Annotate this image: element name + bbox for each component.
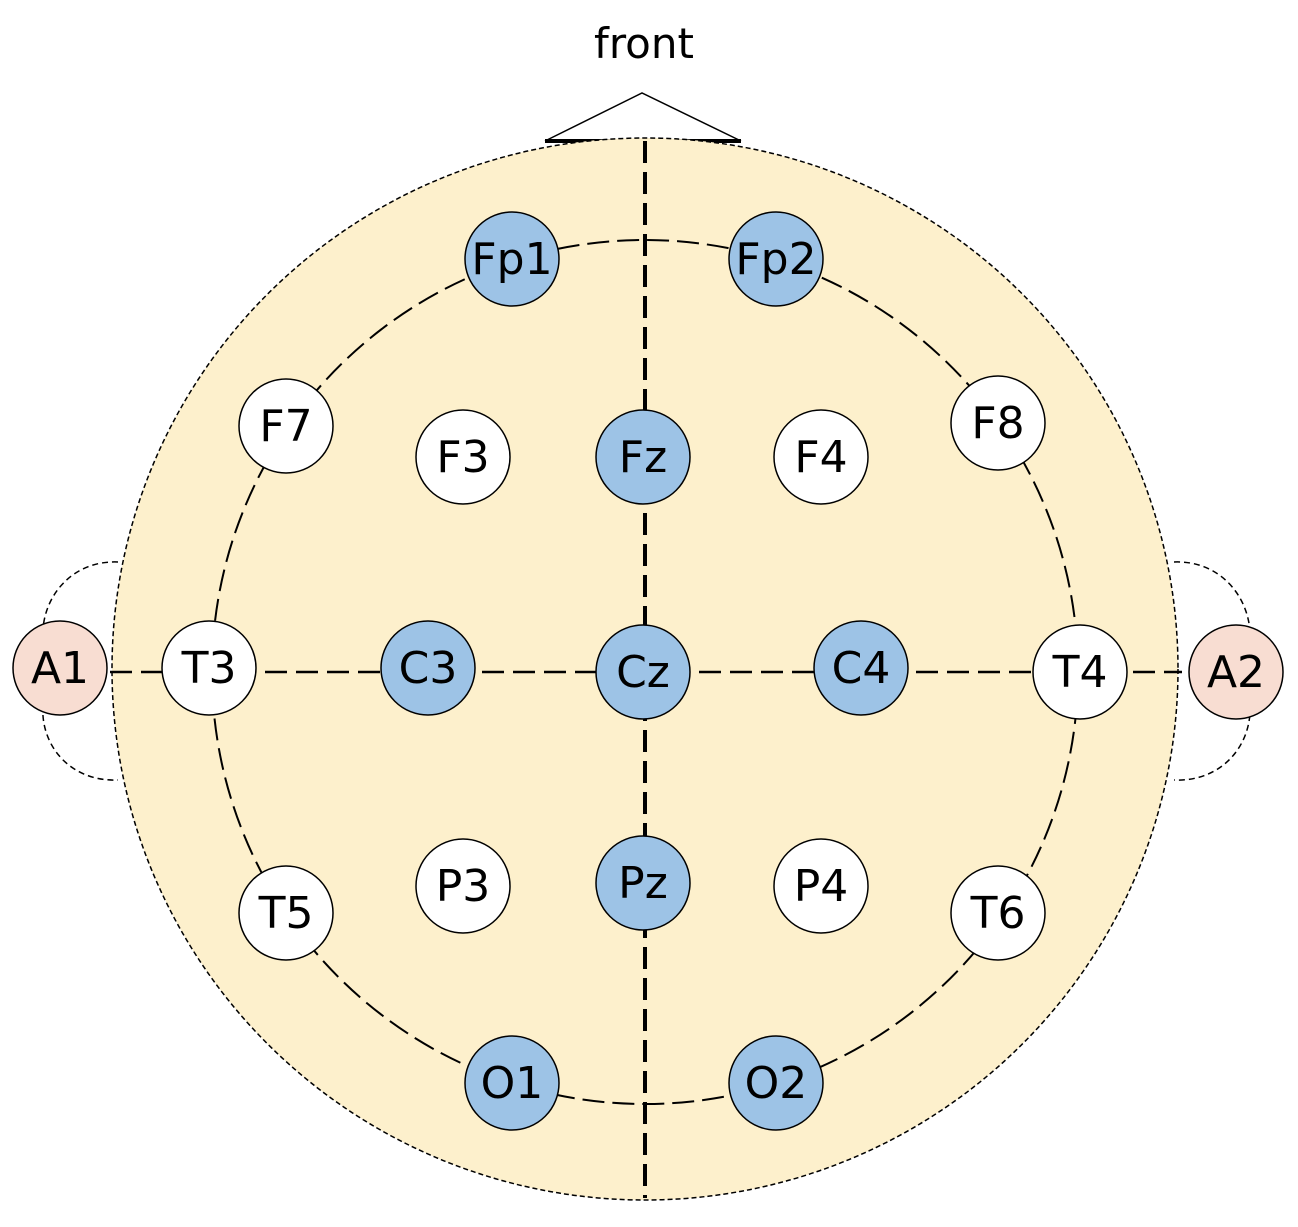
electrode-cz-label: Cz [616,647,670,698]
right-ear-outline [1173,561,1251,781]
electrode-c3-label: C3 [399,643,458,694]
electrode-f4: F4 [773,409,869,505]
electrode-f7-label: F7 [259,401,312,452]
electrode-t4-circle [1032,624,1128,720]
electrode-f8-label: F8 [971,398,1024,449]
electrode-f7: F7 [238,378,334,474]
electrode-f4-label: F4 [794,432,847,483]
electrode-f4-circle [773,409,869,505]
electrode-o1: O1 [464,1035,560,1131]
electrode-fz: Fz [595,409,691,505]
electrode-fp1-circle [464,211,560,307]
electrode-fz-circle [595,409,691,505]
electrode-c3-circle [380,620,476,716]
electrode-t3-label: T3 [181,643,237,694]
electrode-f7-circle [238,378,334,474]
front-label: front [594,19,694,68]
electrode-c4-label: C4 [832,643,891,694]
electrode-c4-circle [813,620,909,716]
electrode-fp2-label: Fp2 [735,234,816,285]
electrode-c4: C4 [813,620,909,716]
electrode-t5-label: T5 [258,888,314,939]
electrode-t6-circle [950,865,1046,961]
electrode-o2: O2 [728,1035,824,1131]
electrode-t3-circle [161,620,257,716]
electrode-t6-label: T6 [970,888,1026,939]
electrode-p4: P4 [773,838,869,934]
electrode-t4: T4 [1032,624,1128,720]
electrode-a1: A1 [12,620,108,716]
electrode-o1-label: O1 [481,1058,544,1109]
electrode-f3-label: F3 [436,432,489,483]
electrode-pz-label: Pz [618,858,668,909]
electrode-p3: P3 [415,838,511,934]
electrode-a2-label: A2 [1207,647,1265,698]
electrode-o2-circle [728,1035,824,1131]
left-ear-outline [42,561,119,781]
electrode-p3-label: P3 [436,861,491,912]
electrode-t5: T5 [238,865,334,961]
nose-outline [544,92,742,142]
electrode-pz-circle [595,835,691,931]
electrode-fp2: Fp2 [728,211,824,307]
electrode-a1-label: A1 [31,643,89,694]
electrode-t5-circle [238,865,334,961]
electrode-fz-label: Fz [619,432,667,483]
electrode-p4-circle [773,838,869,934]
electrode-fp1-label: Fp1 [471,234,552,285]
electrode-f3-circle [415,409,511,505]
electrode-a1-circle [12,620,108,716]
electrode-o1-circle [464,1035,560,1131]
electrode-t4-label: T4 [1052,647,1108,698]
electrode-f8-circle [950,375,1046,471]
electrode-pz: Pz [595,835,691,931]
electrode-a2: A2 [1188,624,1284,720]
electrode-a2-circle [1188,624,1284,720]
electrode-t3: T3 [161,620,257,716]
electrode-f3: F3 [415,409,511,505]
electrode-cz: Cz [595,624,691,720]
electrode-t6: T6 [950,865,1046,961]
electrode-f8: F8 [950,375,1046,471]
electrode-c3: C3 [380,620,476,716]
electrode-o2-label: O2 [745,1058,808,1109]
electrode-p4-label: P4 [794,861,849,912]
electrode-p3-circle [415,838,511,934]
electrode-fp1: Fp1 [464,211,560,307]
electrode-cz-circle [595,624,691,720]
electrode-fp2-circle [728,211,824,307]
